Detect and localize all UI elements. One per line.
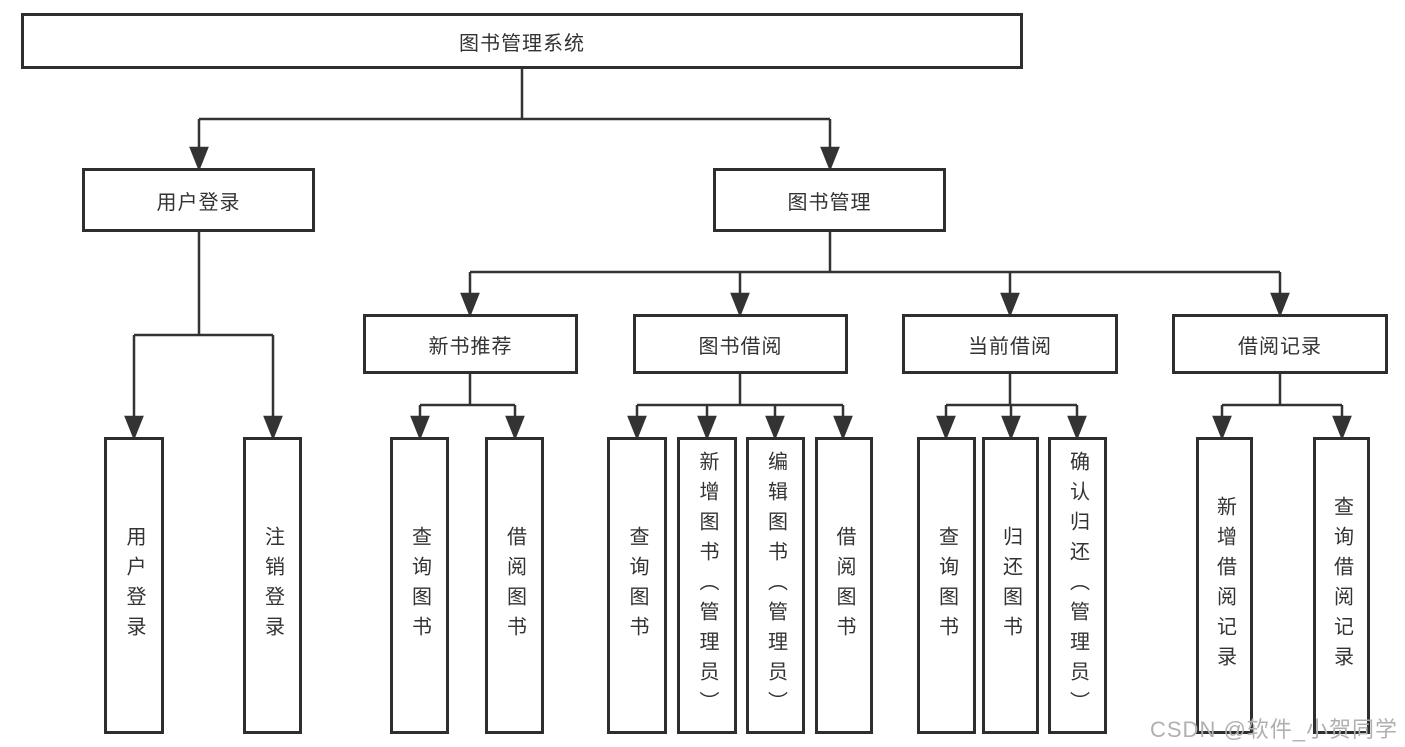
leaf-label: 查询借阅记录 bbox=[1330, 495, 1353, 676]
arrow-down-icon bbox=[936, 415, 956, 441]
connector-bookborrow-shafts bbox=[635, 405, 845, 419]
arrow-down-icon bbox=[410, 415, 430, 441]
connector-userlogin-shafts bbox=[132, 335, 275, 419]
leaf-label: 注销登录 bbox=[261, 525, 284, 646]
arrow-down-icon bbox=[263, 415, 283, 441]
arrow-down-icon bbox=[820, 146, 840, 172]
arrow-down-icon bbox=[697, 415, 717, 441]
node-current-borrowing: 当前借阅 bbox=[902, 314, 1118, 374]
connector-level1-shafts bbox=[197, 119, 832, 150]
node-label: 图书管理系统 bbox=[459, 32, 585, 55]
node-label: 当前借阅 bbox=[968, 335, 1052, 358]
node-book-management: 图书管理 bbox=[713, 168, 946, 232]
leaf-bookborrow-edit-books-admin: 编辑图书（管理员） bbox=[746, 437, 805, 734]
arrow-down-icon bbox=[730, 292, 750, 318]
leaf-label: 借阅图书 bbox=[503, 525, 526, 646]
node-borrowing-records: 借阅记录 bbox=[1172, 314, 1388, 374]
leaf-records-query-record: 查询借阅记录 bbox=[1313, 437, 1370, 734]
leaf-user-login: 用户登录 bbox=[104, 437, 164, 734]
csdn-watermark: CSDN @软件_小贺同学 bbox=[1150, 717, 1399, 742]
node-label: 借阅记录 bbox=[1238, 335, 1322, 358]
arrow-down-icon bbox=[505, 415, 525, 441]
leaf-label: 查询图书 bbox=[935, 525, 958, 646]
node-label: 新书推荐 bbox=[428, 335, 513, 358]
arrow-down-icon bbox=[833, 415, 853, 441]
arrow-down-icon bbox=[1270, 292, 1290, 318]
leaf-currentborrow-query-books: 查询图书 bbox=[917, 437, 976, 734]
arrow-down-icon bbox=[189, 146, 209, 172]
leaf-label: 查询图书 bbox=[408, 525, 431, 646]
node-user-login: 用户登录 bbox=[82, 168, 315, 232]
node-label: 图书借阅 bbox=[698, 335, 783, 358]
connector-level3-shafts bbox=[468, 272, 1282, 296]
leaf-label: 新增借阅记录 bbox=[1213, 495, 1236, 676]
node-label: 图书管理 bbox=[787, 191, 872, 214]
leaf-bookborrow-borrow-books: 借阅图书 bbox=[815, 437, 873, 734]
arrow-down-icon bbox=[124, 415, 144, 441]
leaf-label: 查询图书 bbox=[626, 525, 648, 646]
leaf-records-add-record: 新增借阅记录 bbox=[1196, 437, 1253, 734]
leaf-label: 编辑图书（管理员） bbox=[764, 450, 787, 721]
arrow-down-icon bbox=[1332, 415, 1352, 441]
leaf-currentborrow-confirm-return-admin: 确认归还（管理员） bbox=[1048, 437, 1107, 734]
node-library-management-system: 图书管理系统 bbox=[21, 13, 1023, 69]
arrow-down-icon bbox=[765, 415, 785, 441]
arrow-down-icon bbox=[1067, 415, 1087, 441]
arrow-down-icon bbox=[1212, 415, 1232, 441]
leaf-label: 确认归还（管理员） bbox=[1066, 450, 1089, 721]
arrow-down-icon bbox=[627, 415, 647, 441]
arrow-down-icon bbox=[460, 292, 480, 318]
leaf-bookborrow-query-books: 查询图书 bbox=[607, 437, 667, 734]
arrow-down-icon bbox=[1001, 415, 1021, 441]
leaf-newbooks-query-books: 查询图书 bbox=[390, 437, 449, 734]
node-new-book-recommend: 新书推荐 bbox=[363, 314, 578, 374]
node-book-borrowing: 图书借阅 bbox=[633, 314, 848, 374]
leaf-label: 新增图书（管理员） bbox=[696, 450, 718, 721]
leaf-logout: 注销登录 bbox=[243, 437, 302, 734]
connector-currentborrow-shafts bbox=[944, 405, 1079, 419]
arrow-down-icon bbox=[1000, 292, 1020, 318]
connector-records-shafts bbox=[1220, 405, 1344, 419]
connector-newbooks-shafts bbox=[418, 405, 517, 419]
leaf-newbooks-borrow-books: 借阅图书 bbox=[485, 437, 544, 734]
leaf-label: 用户登录 bbox=[123, 525, 145, 646]
leaf-bookborrow-add-books-admin: 新增图书（管理员） bbox=[677, 437, 737, 734]
leaf-label: 归还图书 bbox=[999, 525, 1022, 646]
leaf-currentborrow-return-books: 归还图书 bbox=[982, 437, 1039, 734]
leaf-label: 借阅图书 bbox=[833, 525, 855, 646]
node-label: 用户登录 bbox=[156, 191, 241, 214]
